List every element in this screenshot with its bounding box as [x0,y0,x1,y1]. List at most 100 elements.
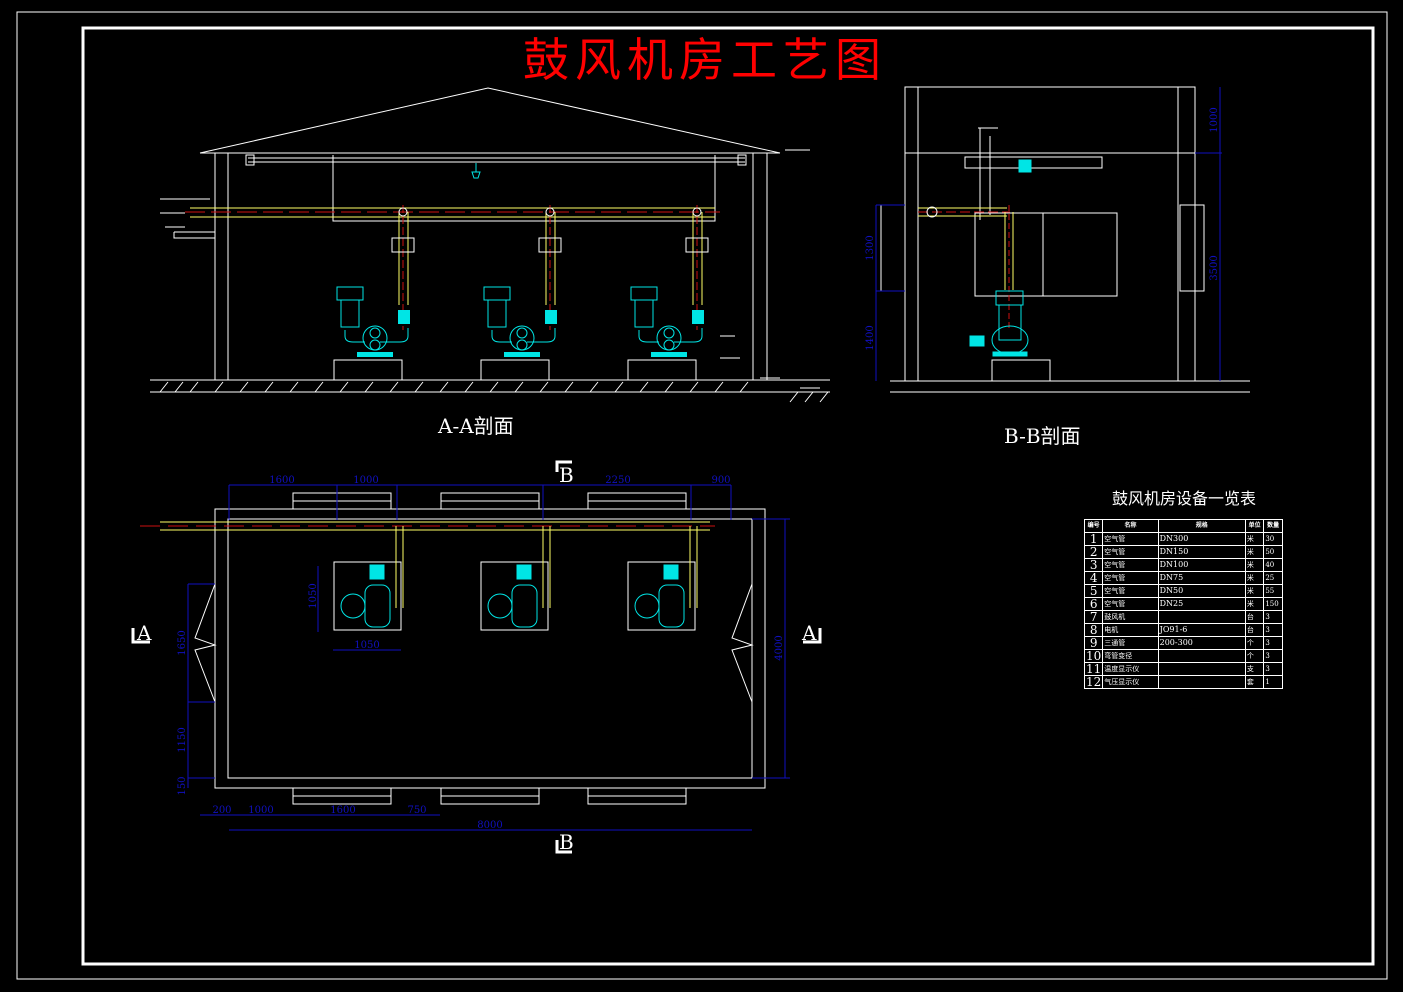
cell-spec: JO91-6 [1157,623,1246,637]
section-mark-b-top: B [559,463,574,487]
cell-qty: 3 [1263,610,1283,624]
bb-pipe [918,205,1014,330]
cell-spec: DN25 [1157,597,1246,611]
cell-no: 2 [1083,545,1104,559]
cell-name: 温度显示仪 [1102,662,1159,676]
plan-dim-top-4: 900 [711,475,730,486]
cell-no: 12 [1083,675,1104,689]
cell-qty: 3 [1263,649,1283,663]
ground-hatch-aa [159,381,829,403]
cell-unit: 台 [1244,610,1265,624]
header-qty: 数量 [1263,519,1283,533]
cell-qty: 150 [1263,597,1283,611]
cell-spec: DN100 [1157,558,1246,572]
cell-no: 9 [1083,636,1104,650]
inner-frame [81,26,1375,966]
plan-dim-bottom-2: 1000 [248,805,273,816]
bb-dim-left-lower: 1400 [865,325,876,350]
plan-dim-box-w: 1050 [354,640,379,651]
section-aa-label: A-A剖面 [438,414,514,438]
blower-unit-aa-3 [627,205,709,381]
bb-dimension-lines [875,87,1222,381]
plan-dim-box-h: 1050 [308,583,319,608]
cell-spec: DN300 [1157,532,1246,546]
plan-dim-overall-length: 8000 [477,820,502,831]
cell-spec [1157,610,1246,624]
elevation-marks-aa [160,149,820,389]
cell-name: 鼓风机 [1102,610,1159,624]
cell-no: 3 [1083,558,1104,572]
table-header-row: 编号 名称 规格 单位 数量 [1083,519,1283,533]
cell-qty: 50 [1263,545,1283,559]
section-mark-b-bottom: B [559,830,574,854]
cell-unit: 个 [1244,649,1265,663]
cell-qty: 25 [1263,571,1283,585]
cell-qty: 30 [1263,532,1283,546]
cell-spec [1157,675,1246,689]
cell-name: 空气管 [1102,597,1159,611]
cell-name: 弯管变径 [1102,649,1159,663]
cell-unit: 台 [1244,623,1265,637]
header-no: 编号 [1083,519,1104,533]
plan-dim-top-1: 1600 [269,475,294,486]
bb-dim-left-upper: 1300 [865,235,876,260]
section-mark-lines [131,460,822,854]
section-bb [880,86,1250,393]
cell-unit: 支 [1244,662,1265,676]
blower-unit-aa-1 [333,205,415,381]
cell-unit: 米 [1244,558,1265,572]
cell-qty: 40 [1263,558,1283,572]
header-unit: 单位 [1244,519,1265,533]
cell-name: 气压显示仪 [1102,675,1159,689]
plan-dim-overall-width: 4000 [774,635,785,660]
cell-no: 4 [1083,571,1104,585]
cell-no: 11 [1083,662,1104,676]
plan-dim-left-3: 150 [177,776,188,795]
cell-unit: 个 [1244,636,1265,650]
blower-unit-aa-2 [480,205,562,381]
cell-qty: 1 [1263,675,1283,689]
cell-name: 空气管 [1102,558,1159,572]
section-bb-label: B-B剖面 [1004,424,1081,448]
plan-dim-left-2: 1150 [177,727,188,752]
plan-dim-left-1: 1650 [177,630,188,655]
cell-unit: 米 [1244,597,1265,611]
header-spec: 规格 [1157,519,1246,533]
cell-unit: 米 [1244,532,1265,546]
cell-spec [1157,662,1246,676]
cell-unit: 米 [1244,584,1265,598]
section-aa [150,87,830,393]
cell-spec: DN75 [1157,571,1246,585]
header-name: 名称 [1102,519,1159,533]
plan-dim-bottom-3: 1600 [330,805,355,816]
cell-qty: 3 [1263,662,1283,676]
cell-name: 空气管 [1102,532,1159,546]
cell-no: 6 [1083,597,1104,611]
cell-spec: DN50 [1157,584,1246,598]
cell-qty: 3 [1263,636,1283,650]
cell-spec: DN150 [1157,545,1246,559]
plan-dim-bottom-1: 200 [212,805,231,816]
bb-dim-right-upper: 1000 [1209,107,1220,132]
cell-spec: 200-300 [1157,636,1246,650]
plan-main-pipe [140,521,715,608]
cell-qty: 3 [1263,623,1283,637]
plan-dim-bottom-4: 750 [407,805,426,816]
cell-name: 空气管 [1102,571,1159,585]
plan-dim-top-2: 1000 [353,475,378,486]
plan-dim-top-3: 2250 [605,475,630,486]
cell-no: 1 [1083,532,1104,546]
bb-dim-right-lower: 3500 [1209,255,1220,280]
